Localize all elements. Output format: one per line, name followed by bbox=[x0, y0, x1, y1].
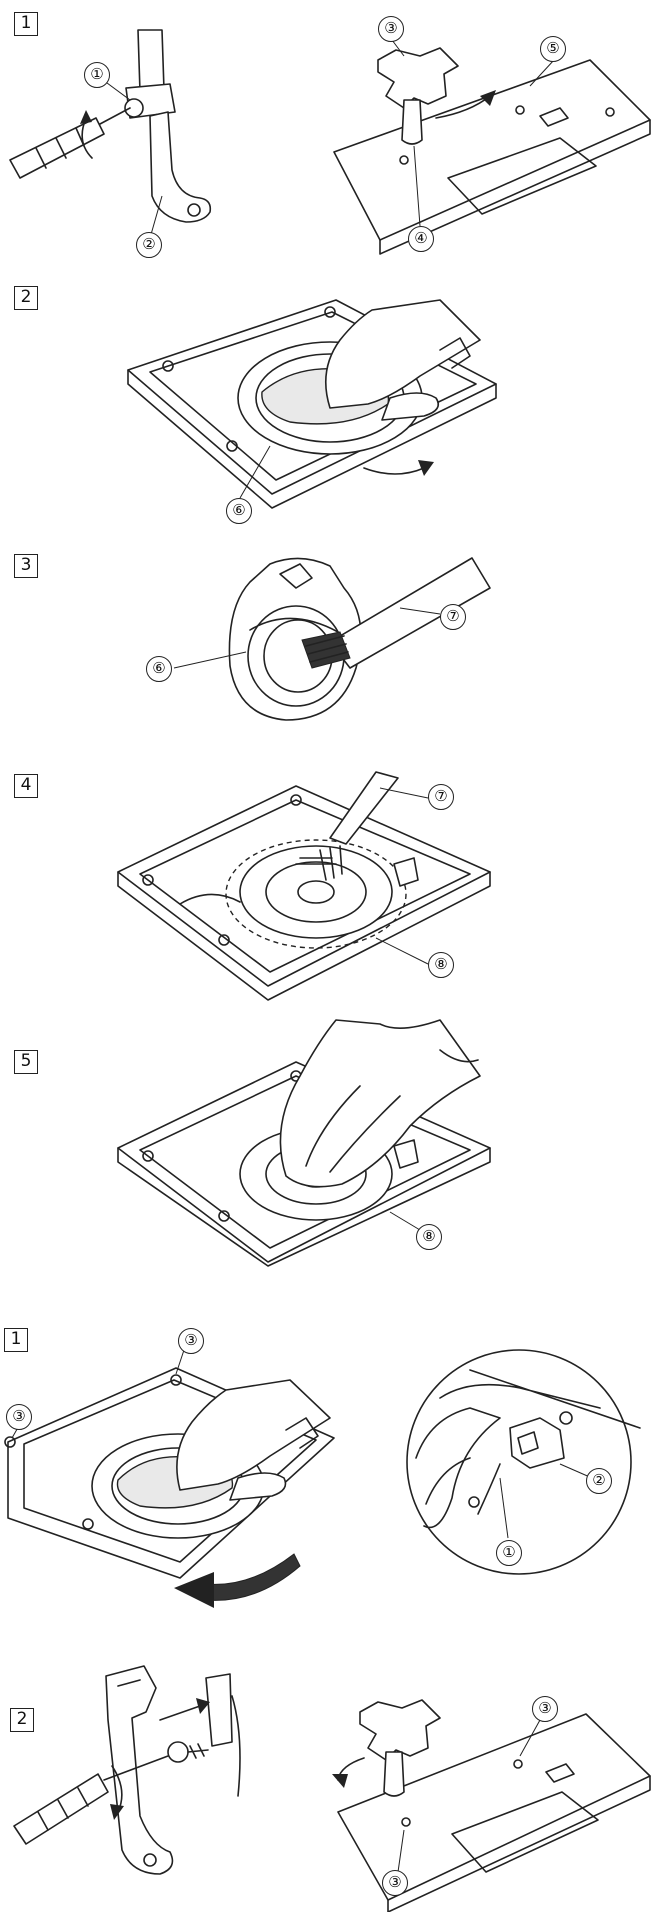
step-number-box: 3 bbox=[14, 554, 38, 578]
callout-1: ① bbox=[496, 1540, 522, 1566]
step-a2-panel: 2 ⑥ bbox=[0, 280, 651, 540]
bobbin-holder-removal-illustration bbox=[127, 299, 497, 509]
presser-foot-removal-illustration bbox=[9, 29, 651, 255]
callout-7: ⑦ bbox=[428, 784, 454, 810]
step-b1-panel: 1 ③ ③ ② ① bbox=[0, 1318, 651, 1608]
presser-foot-reattach-illustration bbox=[13, 1665, 651, 1912]
step-number-box: 1 bbox=[14, 12, 38, 36]
callout-8: ⑧ bbox=[428, 952, 454, 978]
callout-3: ③ bbox=[382, 1870, 408, 1896]
callout-8: ⑧ bbox=[416, 1224, 442, 1250]
hook-race-wiping-illustration bbox=[117, 1019, 491, 1267]
step-a5-panel: 5 ⑧ bbox=[0, 1016, 651, 1267]
callout-3: ③ bbox=[6, 1404, 32, 1430]
callout-1: ① bbox=[84, 62, 110, 88]
step-b2-panel: 2 ③ ③ bbox=[0, 1616, 651, 1912]
callout-3: ③ bbox=[378, 16, 404, 42]
callout-2: ② bbox=[586, 1468, 612, 1494]
callout-6: ⑥ bbox=[146, 656, 172, 682]
callout-3: ③ bbox=[178, 1328, 204, 1354]
step-a1-panel: 1 ① ② ③ bbox=[0, 0, 651, 270]
step-number-box: 2 bbox=[10, 1708, 34, 1732]
step-a3-panel: 3 ⑥ ⑦ bbox=[0, 548, 651, 758]
callout-3: ③ bbox=[532, 1696, 558, 1722]
step-number-box: 1 bbox=[4, 1328, 28, 1352]
step-number-box: 2 bbox=[14, 286, 38, 310]
step-number-box: 5 bbox=[14, 1050, 38, 1074]
bobbin-holder-insertion-illustration bbox=[4, 1349, 641, 1608]
hook-race-cleaning-illustration bbox=[117, 771, 491, 1001]
callout-5: ⑤ bbox=[540, 36, 566, 62]
callout-6: ⑥ bbox=[226, 498, 252, 524]
callout-2: ② bbox=[136, 232, 162, 258]
callout-7: ⑦ bbox=[440, 604, 466, 630]
step-number-box: 4 bbox=[14, 774, 38, 798]
callout-4: ④ bbox=[408, 226, 434, 252]
bobbin-holder-cleaning-illustration bbox=[173, 557, 491, 721]
step-a4-panel: 4 ⑦ ⑧ bbox=[0, 768, 651, 1008]
